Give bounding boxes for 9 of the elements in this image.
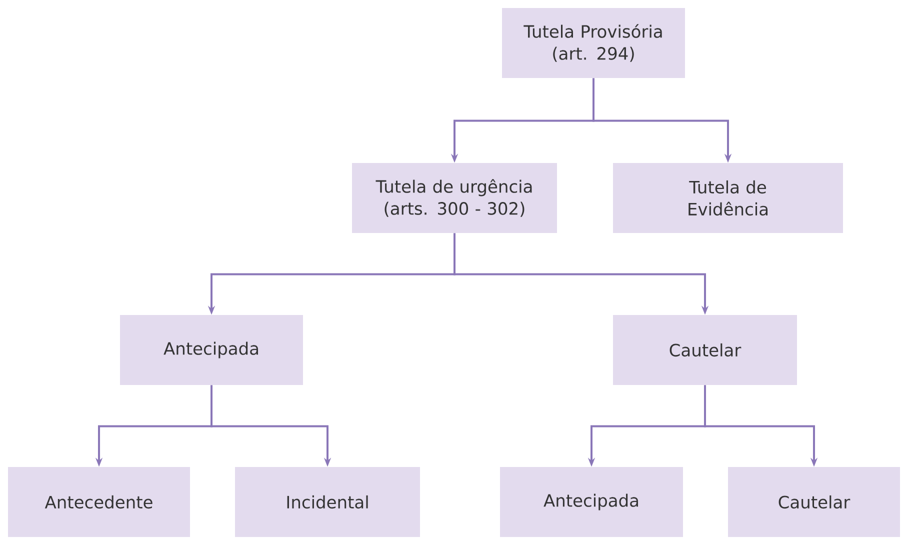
box: Tutela Provisória (art. 294) — [502, 8, 685, 78]
box: Antecipada — [120, 315, 303, 385]
box: Cautelar — [728, 467, 900, 537]
box: Antecipada — [500, 467, 683, 537]
box: Tutela de Evidência — [613, 163, 843, 233]
box: Incidental — [235, 467, 420, 537]
box: Antecedente — [8, 467, 190, 537]
box: Tutela de urgência (arts. 300 - 302) — [352, 163, 557, 233]
box: Cautelar — [613, 315, 797, 385]
